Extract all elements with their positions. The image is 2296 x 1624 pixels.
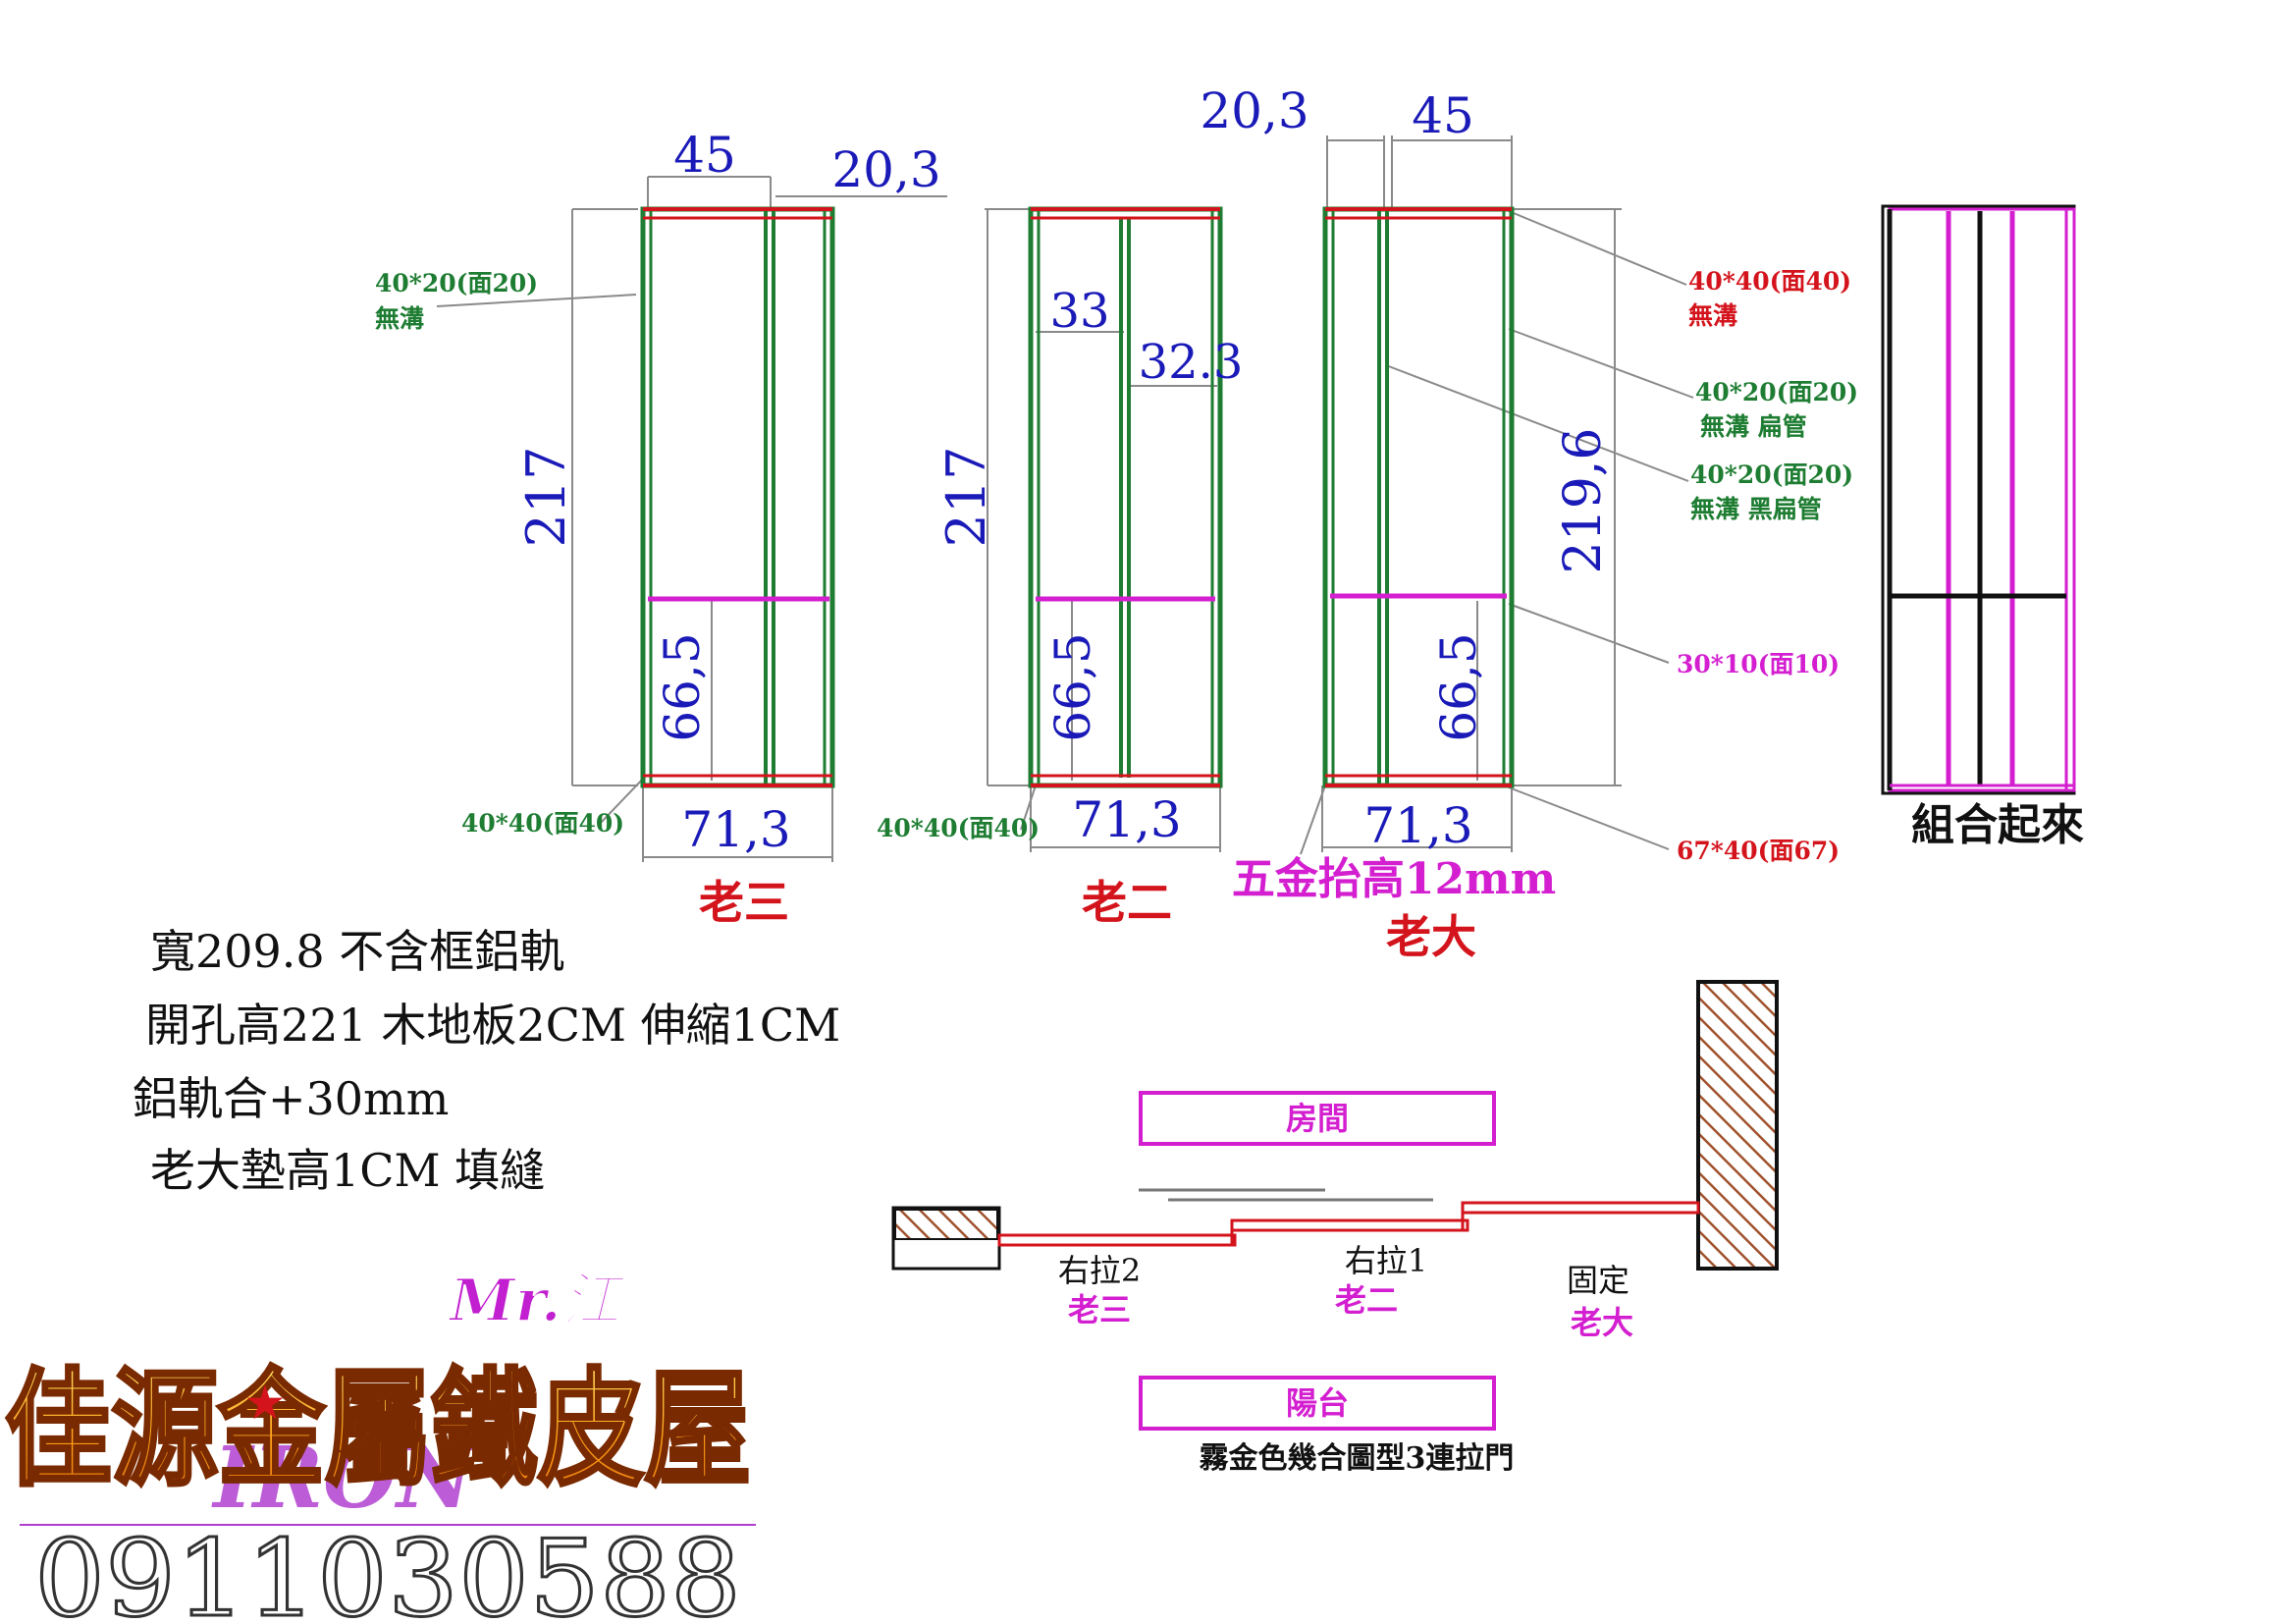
left-callout-bottom: 40*40(面40): [461, 809, 624, 838]
right-panel-name: 老大: [1386, 910, 1476, 963]
door1-action: 右拉2: [1058, 1252, 1141, 1289]
right-top-width: 45: [1412, 87, 1474, 144]
middle-inner-left: 33: [1049, 284, 1109, 339]
floor-plan: [891, 980, 1779, 1431]
left-bottom-width: 71,3: [681, 801, 790, 858]
middle-lower-height: 66,5: [1044, 632, 1101, 741]
right-top-left: 20,3: [1200, 82, 1308, 139]
right-height: 219,6: [1554, 428, 1613, 574]
assembled-view: [1881, 204, 2076, 795]
middle-bottom-width: 71,3: [1072, 791, 1181, 848]
note-2: 開孔高221 木地板2CM 伸縮1CM: [145, 999, 840, 1052]
panel-left: [436, 176, 947, 862]
middle-panel-name: 老二: [1082, 876, 1172, 929]
left-lower-height: 66,5: [654, 632, 711, 741]
door3-name: 老大: [1571, 1304, 1633, 1341]
star-icon: ★: [243, 1376, 286, 1431]
door-leaf-3: [1461, 1201, 1700, 1215]
middle-height: 217: [935, 446, 997, 547]
right-note: 五金抬高12mm: [1232, 854, 1556, 904]
room-label: 房間: [1286, 1100, 1349, 1137]
right-bottom-width: 71,3: [1363, 797, 1472, 854]
logo-name: 佳源金屬鐵皮屋: [5, 1357, 751, 1503]
plan-caption: 霧金色幾合圖型3連拉門: [1200, 1441, 1515, 1476]
left-callout-top-1: 40*20(面20): [375, 269, 538, 298]
callout-4: 30*10(面10): [1677, 650, 1840, 678]
room-box: [1139, 1091, 1496, 1146]
callout-1-line2: 無溝: [1688, 301, 1737, 330]
door2-name: 老二: [1335, 1281, 1398, 1319]
callout-3-line1: 40*20(面20): [1690, 460, 1853, 489]
balcony-box: [1139, 1376, 1496, 1431]
logo-mr: Mr.江: [448, 1267, 626, 1335]
middle-callout-bottom: 40*40(面40): [877, 814, 1040, 842]
door1-name: 老三: [1068, 1291, 1131, 1328]
left-height: 217: [515, 446, 577, 547]
left-top-width: 45: [673, 127, 736, 184]
panel-middle: [985, 206, 1223, 852]
door-leaf-2: [1230, 1218, 1469, 1232]
note-3: 鋁軌合+30mm: [133, 1072, 449, 1125]
assembled-label: 組合起來: [1911, 800, 2084, 850]
callout-5: 67*40(面67): [1677, 837, 1840, 865]
note-4: 老大墊高1CM 填縫: [150, 1144, 545, 1197]
left-callout-top-2: 無溝: [375, 304, 424, 333]
callout-2-line2: 無溝 扁管: [1700, 412, 1807, 441]
left-panel-name: 老三: [699, 876, 789, 929]
left-top-right: 20,3: [831, 141, 940, 198]
logo-phone: 0911030588: [34, 1518, 741, 1624]
company-logo: Mr.江 IRON 佳源金屬鐵皮屋 ★ 0911030588: [3, 1266, 756, 1624]
callout-1-line1: 40*40(面40): [1688, 267, 1851, 296]
panel-right: [1300, 135, 1694, 855]
logo-sub: IRON: [210, 1429, 477, 1528]
balcony-label: 陽台: [1286, 1384, 1349, 1422]
callout-3-line2: 無溝 黑扁管: [1690, 495, 1822, 523]
note-1: 寬209.8 不含框鋁軌: [150, 925, 564, 978]
door3-action: 固定: [1567, 1262, 1629, 1299]
callout-2-line1: 40*20(面20): [1695, 378, 1858, 406]
middle-inner-right: 32.3: [1139, 335, 1244, 390]
door2-action: 右拉1: [1345, 1242, 1427, 1279]
right-lower-height: 66,5: [1430, 632, 1487, 741]
door-leaf-1: [997, 1233, 1237, 1247]
